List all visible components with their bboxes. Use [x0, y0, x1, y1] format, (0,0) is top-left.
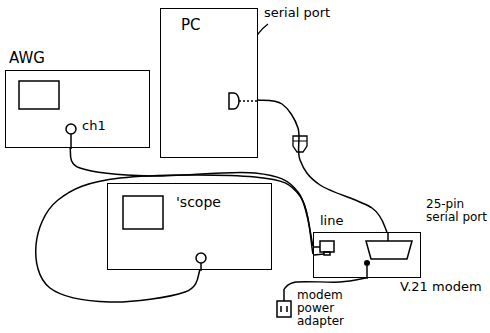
text-label: 25-pin serial port: [426, 198, 488, 224]
text-label: V.21 modem: [400, 280, 482, 295]
drawing-part: [66, 124, 76, 134]
drawing-part: [320, 241, 334, 252]
node-drawing: [161, 9, 259, 159]
text-label: 'scope: [176, 194, 221, 210]
drawing-part: [70, 134, 72, 149]
text-label: modem power adapter: [297, 289, 352, 328]
drawing-part: [366, 266, 368, 279]
awg-box: AWGch1: [5, 70, 150, 148]
cable: [284, 278, 366, 289]
drawing-part: [366, 241, 412, 259]
drawing-part: [277, 301, 291, 317]
modem-box: lineV.21 modem: [313, 232, 421, 278]
node-drawing: [314, 233, 422, 279]
scope-box: 'scope: [107, 183, 272, 270]
drawing-part: [364, 260, 370, 266]
pc-box: PC: [160, 8, 258, 158]
drawing-part: [123, 196, 163, 229]
node-drawing: [6, 71, 151, 149]
drawing-part: [280, 306, 282, 312]
drawing-part: [196, 253, 206, 263]
drawing-part: [284, 278, 366, 289]
text-label: line: [320, 214, 343, 229]
drawing-part: [314, 246, 320, 248]
drawing-part: [314, 254, 324, 255]
drawing-part: [286, 306, 288, 312]
drawing-part: [387, 233, 389, 241]
drawing-part: [36, 175, 313, 302]
drawing-part: [283, 289, 285, 301]
drawing-part: [239, 100, 259, 101]
cable-plug: [293, 136, 307, 152]
drawing-part: [229, 93, 239, 109]
text-label: AWG: [9, 50, 45, 67]
drawing-part: [324, 252, 330, 255]
text-label: serial port: [264, 6, 330, 21]
drawing-part: [19, 81, 59, 109]
text-label: ch1: [82, 119, 106, 134]
cable: [36, 175, 313, 302]
drawing-part: [258, 100, 387, 232]
power-adapter: modem power adapter: [276, 289, 354, 330]
cable-plug-line: [293, 141, 307, 142]
drawing-part: [200, 263, 202, 271]
text-label: PC: [181, 17, 201, 34]
cable: [258, 100, 387, 232]
